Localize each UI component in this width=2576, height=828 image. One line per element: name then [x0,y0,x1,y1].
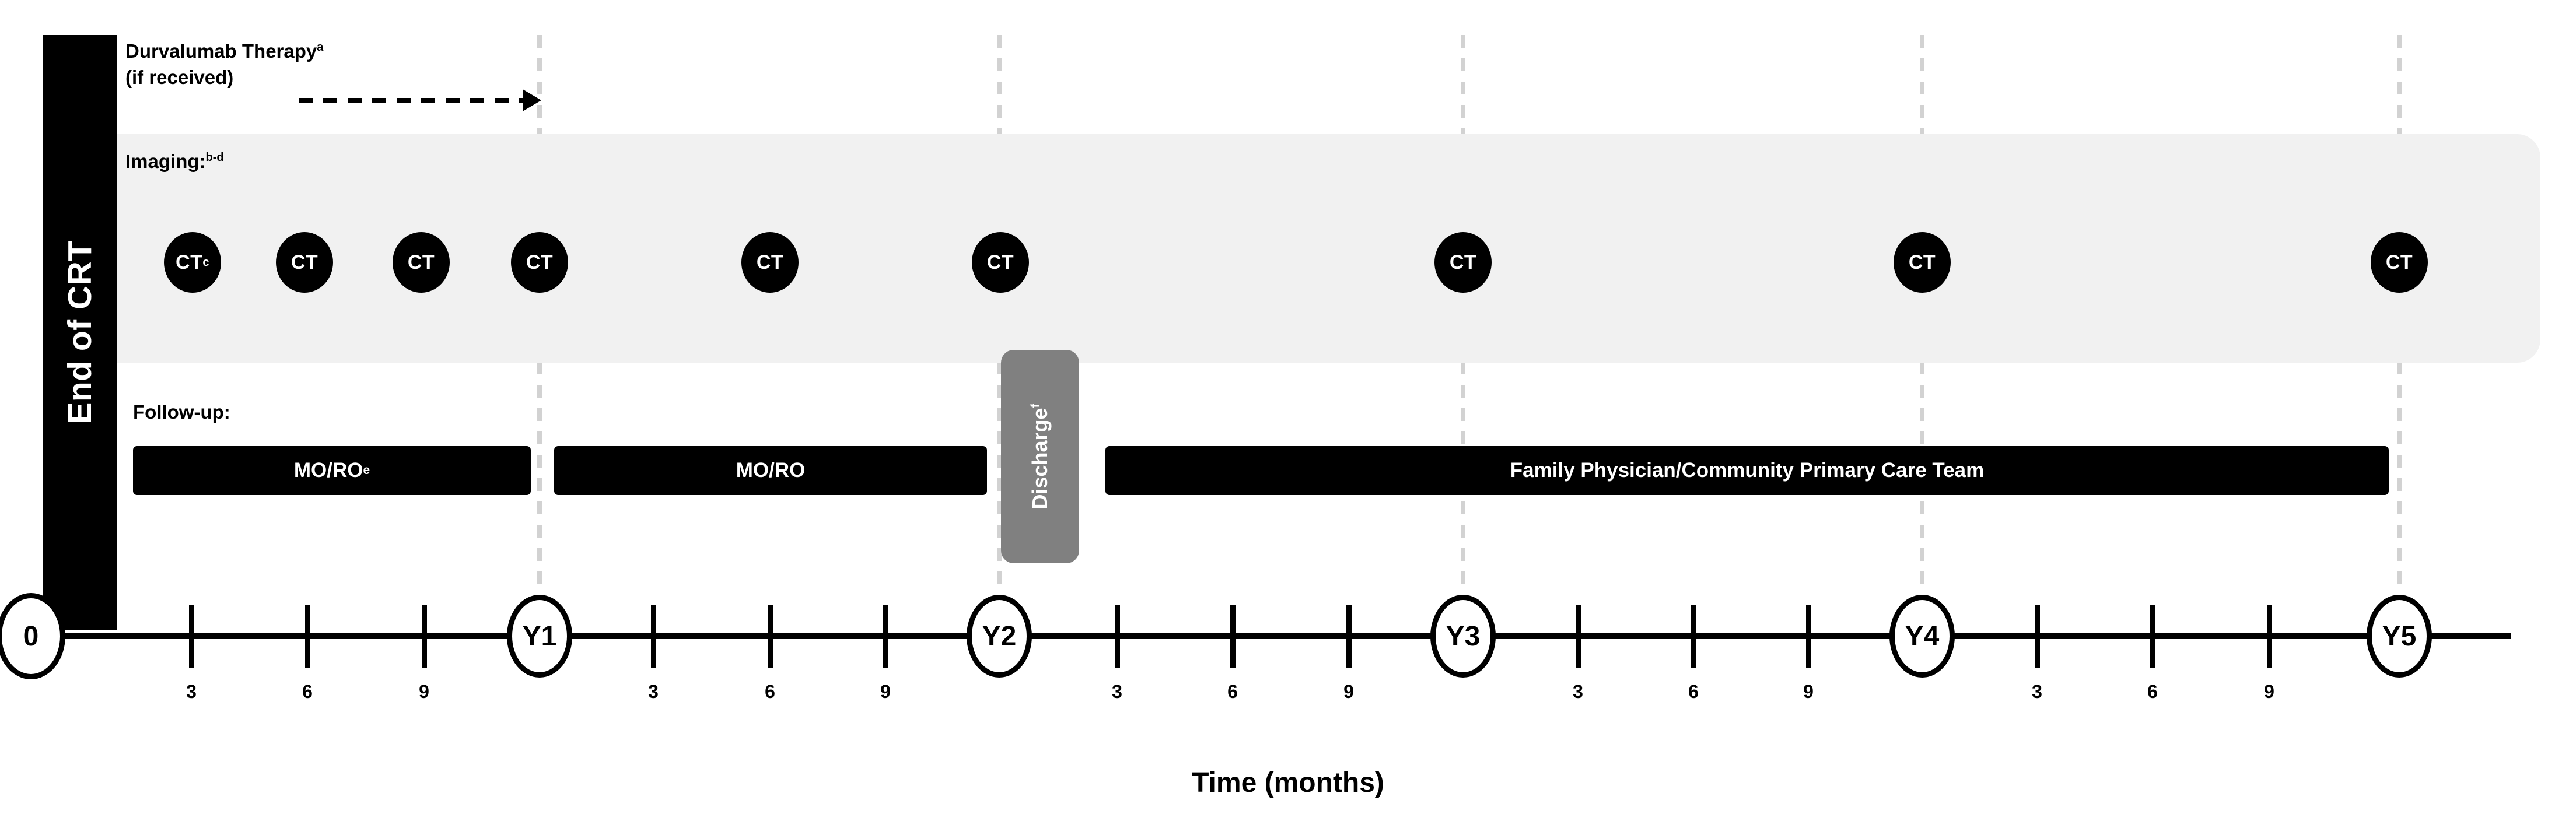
durvalumab-line2: (if received) [125,66,234,88]
followup-bar-label: MO/RO [293,459,363,482]
followup-bar-label: MO/RO [736,459,806,482]
axis-tick [1806,605,1811,668]
ct-node-label: CT [756,251,784,273]
ct-node: CT [972,232,1029,293]
axis-tick [305,605,310,668]
durvalumab-arrowhead-icon [523,89,541,111]
timeline-axis-line [64,633,2511,639]
axis-tick [1576,605,1581,668]
ct-node: CT [393,232,450,293]
axis-tick-label: 6 [765,681,775,702]
discharge-footnote-f: f [1029,404,1042,408]
durvalumab-line1: Durvalumab Therapy [125,40,317,62]
axis-tick [883,605,888,668]
discharge-box: Dischargef [1001,350,1079,563]
axis-tick-label: 3 [648,681,659,702]
axis-tick [1691,605,1696,668]
year-node-y5: Y5 [2367,595,2432,678]
axis-tick-label: 9 [1343,681,1354,702]
ct-node-footnote-c: c [202,255,209,269]
ct-node: CT [511,232,568,293]
axis-tick [1230,605,1236,668]
axis-tick [651,605,656,668]
discharge-label-text: Discharge [1028,408,1052,510]
ct-node-label: CT [986,251,1014,273]
axis-tick [1115,605,1120,668]
axis-tick [189,605,194,668]
ct-node-label: CT [526,251,554,273]
axis-tick [422,605,427,668]
ct-node: CT [1894,232,1951,293]
axis-tick [2150,605,2155,668]
year-node-0: 0 [0,593,65,679]
axis-tick [2035,605,2040,668]
year-node-y2: Y2 [967,595,1032,678]
axis-tick-label: 6 [302,681,313,702]
axis-tick-label: 9 [880,681,891,702]
durvalumab-footnote-a: a [317,41,324,54]
axis-tick-label: 3 [186,681,197,702]
ct-node-label: CT [290,251,318,273]
ct-node-label: CT [2385,251,2413,273]
axis-tick [2267,605,2272,668]
followup-bar-family-physician: Family Physician/Community Primary Care … [1105,446,2389,495]
ct-node-label: CT [1908,251,1936,273]
ct-node-label: CT [407,251,435,273]
ct-node: CT [2371,232,2428,293]
axis-tick [1346,605,1352,668]
followup-bar-label: Family Physician/Community Primary Care … [1510,459,1985,482]
axis-tick-label: 9 [2264,681,2274,702]
ct-node: CT [741,232,799,293]
imaging-band [117,134,2540,363]
followup-bar-moro-year2: MO/RO [554,446,987,495]
axis-tick-label: 6 [2147,681,2158,702]
ct-node: CT [276,232,333,293]
axis-tick-label: 3 [2032,681,2042,702]
imaging-caption-text: Imaging: [125,150,206,172]
imaging-caption: Imaging:b-d [125,150,224,173]
end-of-crt-label: End of CRT [61,240,99,424]
axis-tick-label: 3 [1573,681,1583,702]
end-of-crt-bar: End of CRT [43,35,117,630]
axis-tick-label: 6 [1688,681,1699,702]
ct-node: CT [1434,232,1492,293]
axis-tick-label: 9 [419,681,429,702]
axis-tick [768,605,773,668]
axis-tick-label: 9 [1803,681,1814,702]
discharge-label: Dischargef [1028,404,1052,509]
year-node-y1: Y1 [507,595,572,678]
followup-caption: Follow-up: [133,401,230,423]
imaging-footnote-bd: b-d [205,151,224,164]
axis-tick-label: 3 [1112,681,1122,702]
followup-footnote-e: e [363,464,370,477]
year-node-y3: Y3 [1430,595,1496,678]
axis-title: Time (months) [1192,767,1384,798]
durvalumab-therapy-label: Durvalumab Therapya (if received) [125,38,323,90]
durvalumab-dashed-arrow-icon [299,98,525,103]
axis-tick-label: 6 [1227,681,1238,702]
ct-node-label: CT [176,251,203,273]
year-node-y4: Y4 [1889,595,1955,678]
ct-node-label: CT [1449,251,1477,273]
